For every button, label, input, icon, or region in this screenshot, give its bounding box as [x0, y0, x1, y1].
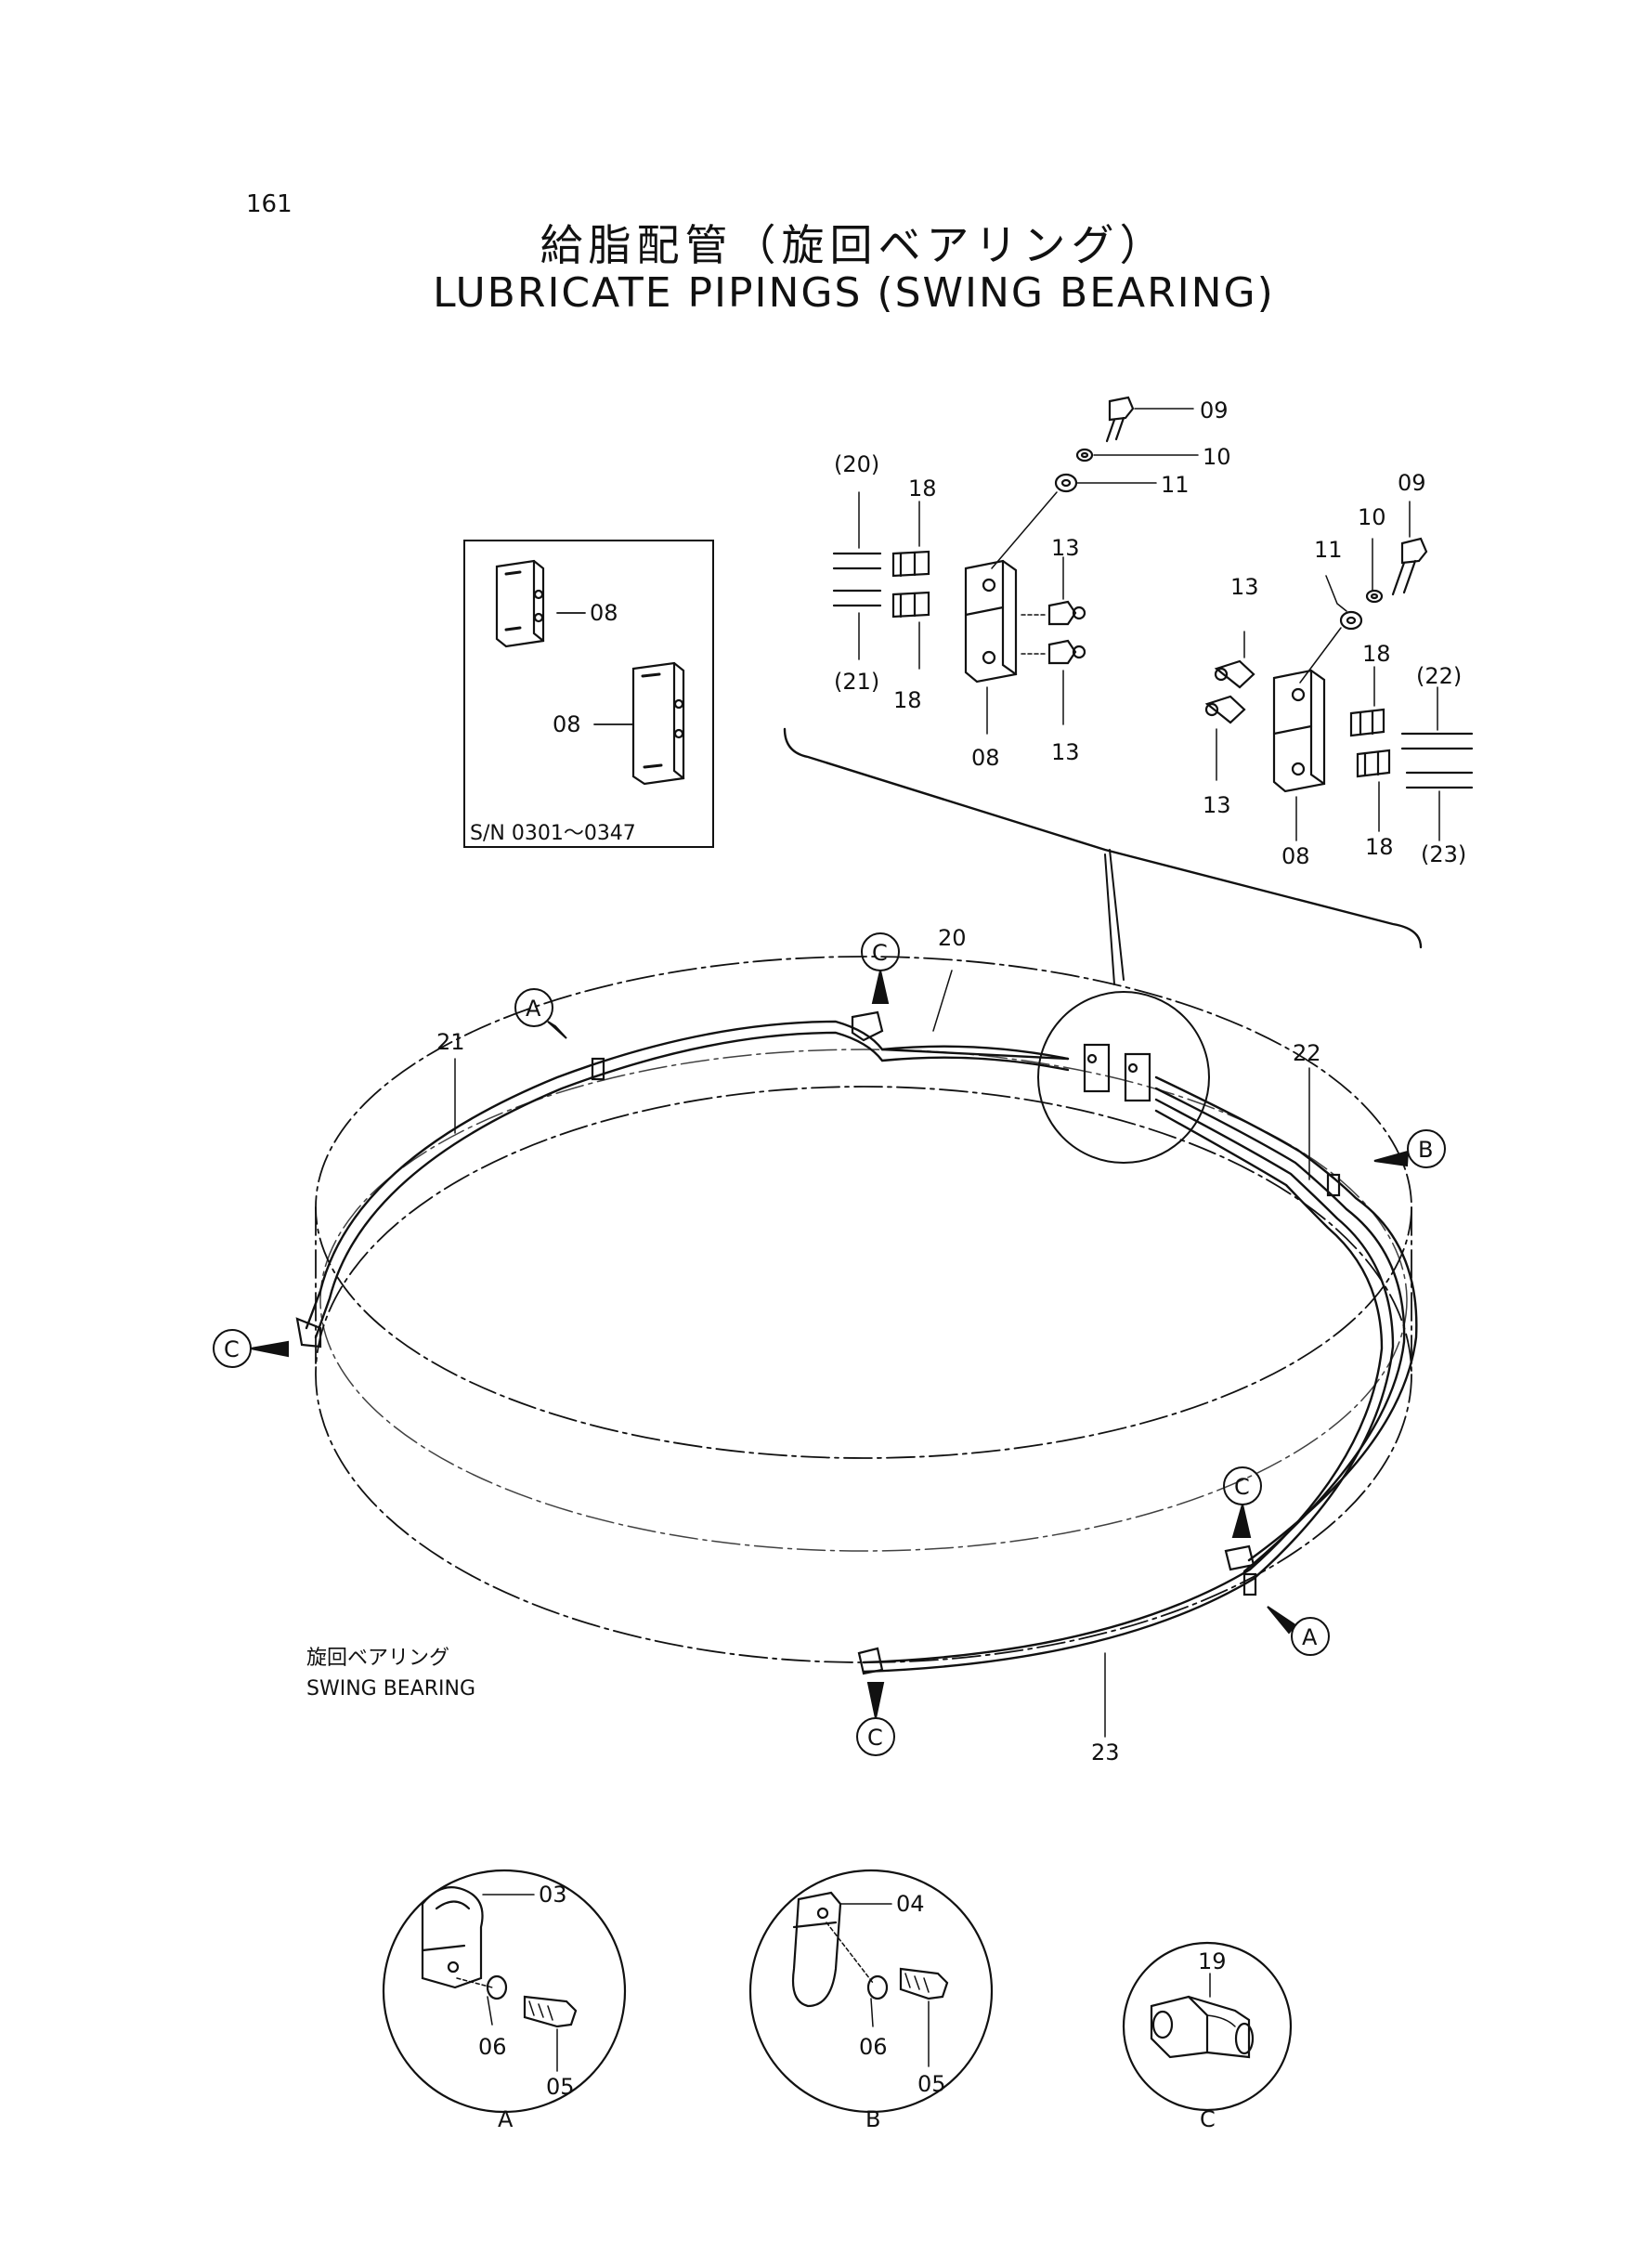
- serial-note: S/N 0301～0347: [470, 822, 636, 845]
- callout-b: B: [1418, 1137, 1433, 1163]
- label-ring-21: 21: [436, 1029, 465, 1055]
- detail-b: [748, 1869, 994, 2114]
- label-washer-11: 11: [1161, 472, 1190, 498]
- label-bolt-09: 09: [1200, 397, 1229, 423]
- label-b-clamp-04: 04: [896, 1891, 925, 1917]
- label-connector-18a: 18: [908, 476, 937, 502]
- swing-bearing-ring: [315, 956, 1412, 1663]
- label-connector-18b-r: 18: [1365, 834, 1394, 860]
- ring-fittings: [295, 1010, 1341, 1675]
- label-ring-22: 22: [1293, 1040, 1321, 1066]
- callout-a-1: A: [526, 996, 541, 1022]
- label-block-08: 08: [971, 745, 1000, 771]
- bearing-label-jp: 旋回ベアリング: [306, 1647, 449, 1670]
- junction-detail-left: [832, 396, 1199, 735]
- inset-label-08-bottom: 08: [553, 711, 581, 737]
- label-connector-18a-r: 18: [1362, 641, 1391, 667]
- label-connector-18b: 18: [893, 687, 922, 713]
- callout-markers: [213, 932, 1446, 1756]
- caption-a: A: [498, 2106, 514, 2132]
- label-nipple-13a: 13: [1051, 535, 1080, 561]
- label-pipe-23-r: (23): [1421, 841, 1466, 867]
- label-b-bolt-05: 05: [917, 2071, 946, 2097]
- inset-label-08-top: 08: [590, 600, 618, 626]
- label-nipple-13b-r: 13: [1203, 792, 1231, 818]
- title-english: LUBRICATE PIPINGS (SWING BEARING): [433, 269, 1275, 317]
- label-washer-10: 10: [1203, 444, 1231, 470]
- label-washer-11-r: 11: [1314, 537, 1343, 563]
- label-a-washer-06: 06: [478, 2034, 507, 2060]
- detail-a: [382, 1869, 627, 2114]
- label-washer-10-r: 10: [1358, 504, 1386, 530]
- inset-box: [463, 540, 714, 848]
- label-nipple-13a-r: 13: [1230, 574, 1259, 600]
- junction-detail-right: [1204, 501, 1474, 841]
- label-bolt-09-r: 09: [1398, 470, 1426, 496]
- bearing-label-en: SWING BEARING: [306, 1677, 475, 1700]
- labels: 08 08 S/N 0301～0347 (20) (21) 18 18 08 1…: [224, 397, 1466, 2132]
- label-ring-20: 20: [938, 925, 967, 951]
- label-pipe-22-r: (22): [1416, 663, 1462, 689]
- label-a-bolt-05: 05: [546, 2074, 575, 2100]
- detail-c: [1122, 1941, 1293, 2112]
- label-ring-23: 23: [1091, 1739, 1120, 1765]
- callout-c-4: C: [867, 1725, 883, 1751]
- caption-b: B: [865, 2106, 880, 2132]
- label-a-clamp-03: 03: [539, 1882, 567, 1908]
- callout-c-1: C: [872, 940, 888, 966]
- label-pipe-21: (21): [834, 669, 879, 695]
- callout-c-3: C: [1234, 1474, 1250, 1500]
- label-block-08-r: 08: [1281, 843, 1310, 869]
- title-japanese: 給脂配管（旋回ベアリング）: [540, 220, 1168, 270]
- caption-c: C: [1200, 2106, 1216, 2132]
- lube-pipes: [305, 1020, 1418, 1674]
- junction-detail-circle: [1037, 991, 1210, 1164]
- label-b-washer-06: 06: [859, 2034, 888, 2060]
- callout-c-2: C: [224, 1336, 240, 1362]
- page-number: 161: [246, 190, 293, 218]
- detail-brace: [783, 727, 1423, 949]
- label-pipe-20: (20): [834, 451, 879, 477]
- callout-a-2: A: [1302, 1624, 1318, 1650]
- label-c-elbow-19: 19: [1198, 1948, 1227, 1974]
- label-nipple-13b: 13: [1051, 739, 1080, 765]
